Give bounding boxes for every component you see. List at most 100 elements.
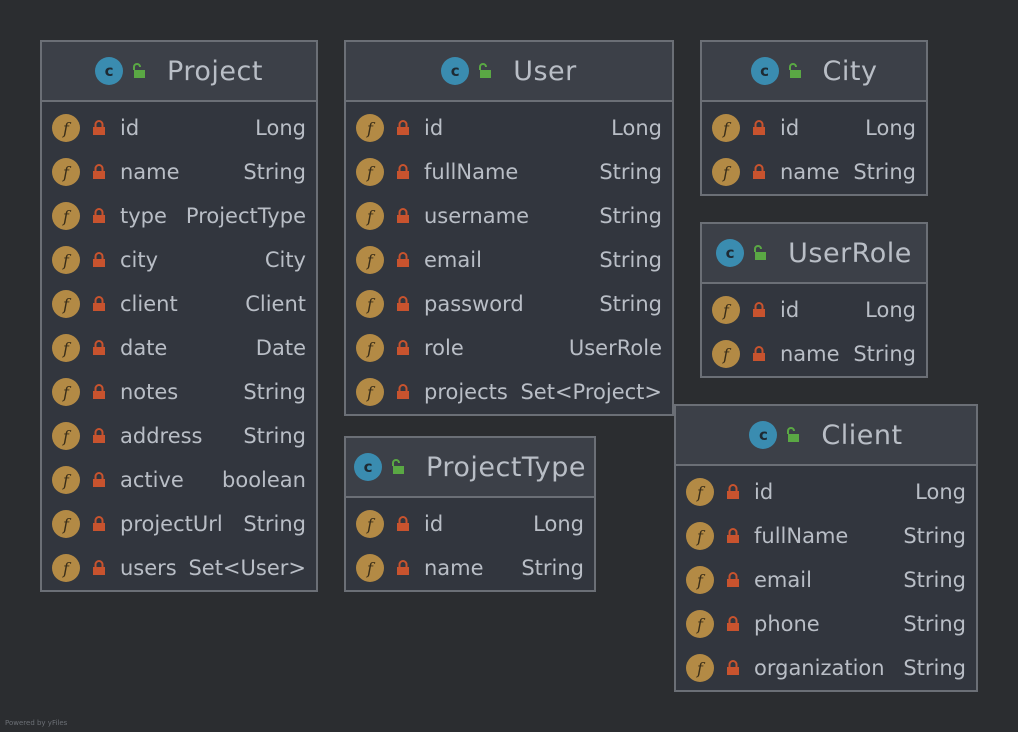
lock-icon: [396, 252, 410, 268]
field-icon: f: [712, 340, 740, 368]
entity-title: Project: [167, 55, 263, 87]
lock-icon: [396, 208, 410, 224]
field-icon: f: [686, 566, 714, 594]
field-name: organization: [754, 656, 885, 680]
field-icon: f: [52, 378, 80, 406]
field-type: String: [243, 160, 306, 184]
field-type: Set<Project>: [520, 380, 662, 404]
lock-icon: [752, 164, 766, 180]
field-type: Date: [255, 336, 306, 360]
field-icon: f: [52, 466, 80, 494]
field-name: active: [120, 468, 184, 492]
field-name: password: [424, 292, 524, 316]
field-type: String: [903, 612, 966, 636]
lock-icon: [92, 384, 106, 400]
field-type: boolean: [222, 468, 306, 492]
field-name: id: [754, 480, 774, 504]
field-icon: f: [686, 610, 714, 638]
field-type: String: [243, 512, 306, 536]
field-type: Long: [255, 116, 306, 140]
lock-icon: [92, 340, 106, 356]
field-type: String: [903, 524, 966, 548]
field-name: name: [780, 160, 840, 184]
field-icon: f: [712, 296, 740, 324]
lock-icon: [396, 164, 410, 180]
field-icon: f: [52, 158, 80, 186]
field-icon: f: [52, 510, 80, 538]
lock-icon: [92, 516, 106, 532]
powered-by-label: Powered by yFiles: [5, 719, 68, 727]
field-type: String: [853, 160, 916, 184]
field-row[interactable]: f projects Set<Project>: [346, 370, 672, 414]
field-icon: f: [712, 114, 740, 142]
field-name: projects: [424, 380, 508, 404]
field-icon: f: [686, 654, 714, 682]
field-name: id: [780, 116, 800, 140]
unlock-icon: [475, 62, 493, 80]
field-type: String: [521, 556, 584, 580]
class-icon: c: [441, 57, 470, 85]
unlock-icon: [388, 458, 406, 476]
field-name: id: [120, 116, 140, 140]
field-icon: f: [686, 522, 714, 550]
class-icon: c: [716, 239, 745, 267]
unlock-icon: [783, 426, 801, 444]
field-icon: f: [356, 158, 384, 186]
lock-icon: [92, 164, 106, 180]
lock-icon: [92, 120, 106, 136]
field-name: type: [120, 204, 167, 228]
field-row[interactable]: f id Long: [702, 106, 926, 150]
lock-icon: [396, 340, 410, 356]
entity-title: City: [822, 55, 878, 87]
entity-title: UserRole: [788, 237, 912, 269]
lock-icon: [396, 120, 410, 136]
lock-icon: [752, 302, 766, 318]
field-type: Long: [915, 480, 966, 504]
field-row[interactable]: f active boolean: [42, 458, 316, 502]
field-icon: f: [356, 114, 384, 142]
field-name: notes: [120, 380, 179, 404]
entity-title: User: [513, 55, 577, 87]
field-icon: f: [356, 378, 384, 406]
field-type: Long: [865, 116, 916, 140]
lock-icon: [726, 528, 740, 544]
field-name: users: [120, 556, 177, 580]
lock-icon: [92, 560, 106, 576]
field-type: String: [599, 160, 662, 184]
